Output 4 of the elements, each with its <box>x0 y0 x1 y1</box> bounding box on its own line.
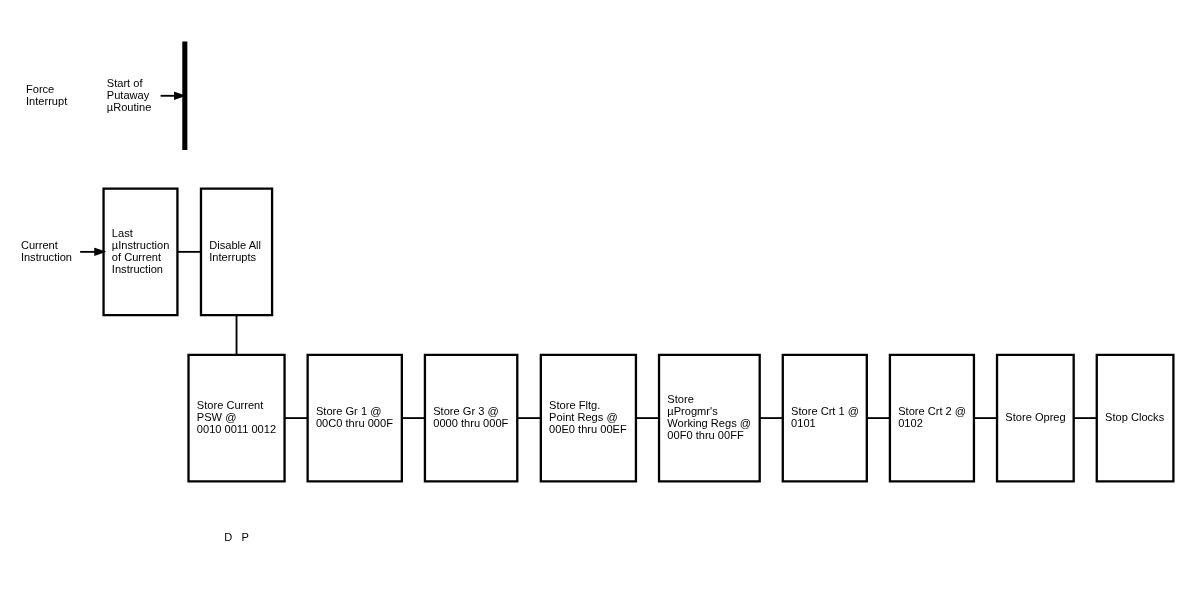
node-text: Force Interrupt <box>25 82 68 107</box>
node-text: Current Instruction <box>20 238 73 263</box>
node-text: Start of Putaway µRoutine <box>106 76 152 113</box>
node-label: D P <box>224 530 249 543</box>
